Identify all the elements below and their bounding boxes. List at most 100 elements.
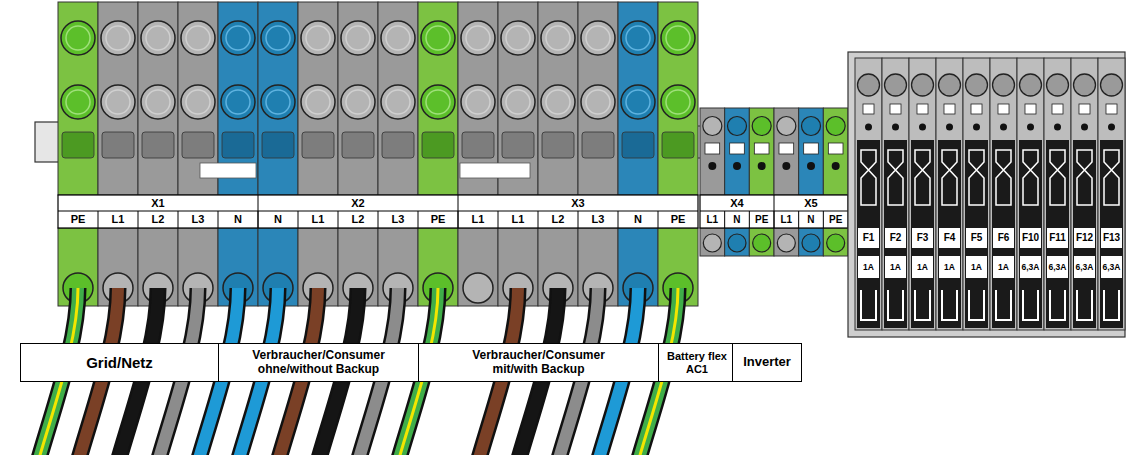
strip-divider xyxy=(724,211,725,228)
terminal-body xyxy=(298,2,338,195)
wire-entry xyxy=(827,234,845,252)
clamp-highlight xyxy=(546,90,570,114)
terminal-slot xyxy=(182,132,214,158)
clamp-highlight xyxy=(586,26,610,50)
terminal-body xyxy=(725,228,750,256)
clamp-highlight xyxy=(586,90,610,114)
box-text: Battery flex AC1 xyxy=(662,350,732,375)
terminal-body xyxy=(418,2,458,195)
fuse-holder xyxy=(909,58,936,330)
clamp-highlight xyxy=(66,26,90,50)
terminal-clamp xyxy=(728,117,747,136)
terminal-label: PE xyxy=(749,211,774,228)
fuse-marker xyxy=(944,104,955,114)
fuse-lever xyxy=(1050,150,1065,205)
clamp-highlight xyxy=(466,90,490,114)
clamp-highlight xyxy=(146,26,170,50)
terminal-body xyxy=(749,108,774,195)
strip-divider xyxy=(378,211,379,228)
clamp-highlight xyxy=(226,90,250,114)
terminal-body xyxy=(700,228,725,256)
terminal-clamp xyxy=(541,21,575,55)
terminal-clamp xyxy=(461,85,495,119)
fuse-holder xyxy=(990,58,1017,330)
fuse-label: 1A xyxy=(909,256,936,278)
fuse-marker xyxy=(1079,104,1090,114)
fuse-lever xyxy=(1077,150,1092,205)
strip-divider xyxy=(218,211,219,228)
terminal-clamp xyxy=(381,85,415,119)
terminal-clamp xyxy=(181,21,215,55)
terminal-clamp xyxy=(661,85,695,119)
terminal-clamp xyxy=(826,117,845,136)
strip-divider xyxy=(774,211,775,228)
clamp-highlight xyxy=(66,90,90,114)
terminal-label: PE xyxy=(823,211,848,228)
wire-entry xyxy=(802,234,820,252)
terminal-body xyxy=(774,228,799,256)
terminal-label: N xyxy=(218,211,258,228)
fuse-label: 1A xyxy=(882,256,909,278)
box-text: Verbraucher/Consumer ohne/without Backup xyxy=(234,349,404,377)
fuse-foot xyxy=(1104,290,1119,320)
fuse-label: F5 xyxy=(963,228,990,248)
test-point xyxy=(1027,124,1034,131)
terminal-clamp xyxy=(752,117,771,136)
test-point xyxy=(733,162,741,170)
clamp-highlight xyxy=(106,26,130,50)
terminal-slot xyxy=(622,132,654,158)
fuse-lever xyxy=(861,150,876,205)
small-terminal-block xyxy=(700,108,848,256)
terminal-label: PE xyxy=(418,211,458,228)
fuse-clamp xyxy=(1047,74,1069,96)
wire-entry xyxy=(753,234,771,252)
terminal-slot xyxy=(462,132,494,158)
terminal-clamp xyxy=(101,21,135,55)
label-strip xyxy=(700,195,848,228)
clamp-highlight xyxy=(186,90,210,114)
clamp-highlight xyxy=(226,26,250,50)
fuse-holder xyxy=(1071,58,1098,330)
test-point xyxy=(807,162,815,170)
fuse-holder xyxy=(936,58,963,330)
terminal-body xyxy=(618,2,658,195)
fuse-lever xyxy=(1023,150,1038,205)
fuse-housing xyxy=(848,52,1125,337)
terminal-label: N xyxy=(258,211,298,228)
fuse-marker xyxy=(998,104,1009,114)
fuse-label: F10 xyxy=(1017,228,1044,248)
terminal-clamp xyxy=(621,85,655,119)
clamp-highlight xyxy=(186,26,210,50)
terminal-clamp xyxy=(181,85,215,119)
strip-divider xyxy=(774,195,775,228)
terminal-label: PE xyxy=(658,211,698,228)
test-point xyxy=(919,124,926,131)
fuse-foot xyxy=(969,290,984,320)
label-box: Grid/Netz xyxy=(20,343,219,382)
box-text: Inverter xyxy=(743,355,791,370)
strip-divider xyxy=(258,195,259,228)
wire-entry xyxy=(728,234,746,252)
terminal-body xyxy=(458,228,498,306)
marker xyxy=(730,143,745,154)
terminal-clamp xyxy=(141,85,175,119)
terminal-clamp xyxy=(381,21,415,55)
fuse-clamp xyxy=(939,74,961,96)
terminal-clamp xyxy=(541,85,575,119)
box-text: Grid/Netz xyxy=(86,354,153,371)
test-point xyxy=(758,162,766,170)
fuse-holder xyxy=(882,58,909,330)
terminal-label: L3 xyxy=(378,211,418,228)
strip-divider xyxy=(178,211,179,228)
terminal-clamp xyxy=(777,117,796,136)
clamp-highlight xyxy=(306,26,330,50)
clamp-highlight xyxy=(506,90,530,114)
fuse-lever xyxy=(942,150,957,205)
terminal-clamp xyxy=(141,21,175,55)
clamp-highlight xyxy=(266,26,290,50)
clamp-highlight xyxy=(546,26,570,50)
strip-divider xyxy=(298,211,299,228)
strip-divider xyxy=(138,211,139,228)
terminal-label: N xyxy=(799,211,824,228)
